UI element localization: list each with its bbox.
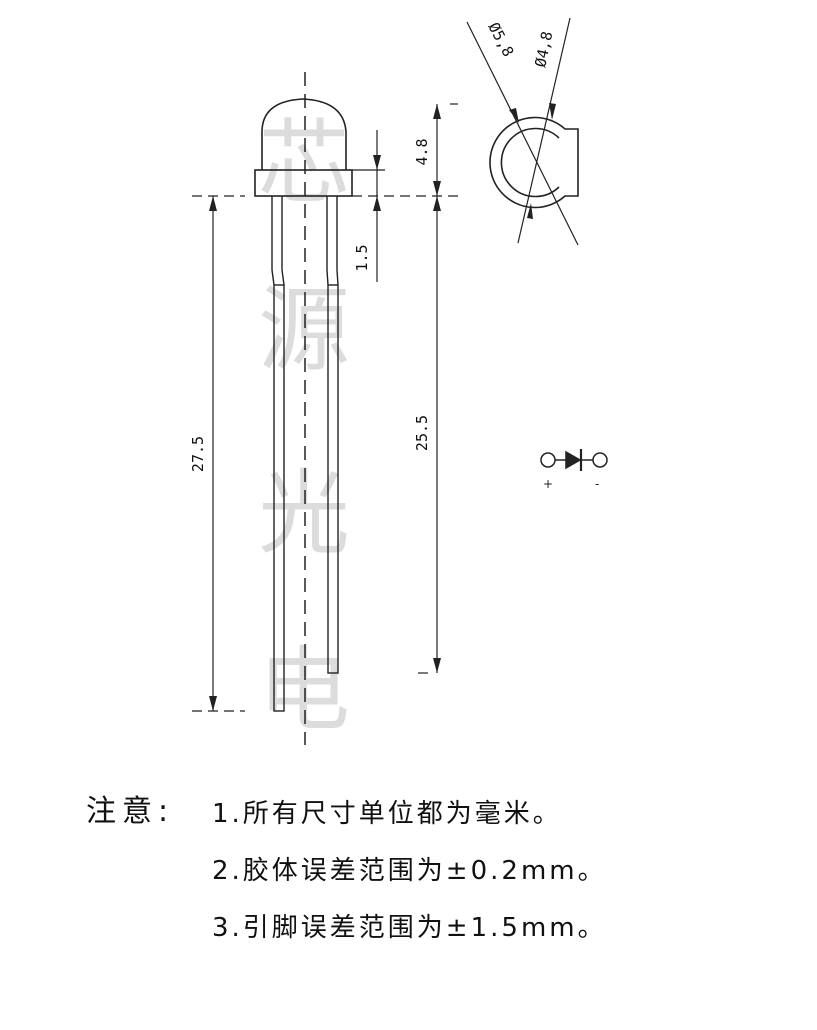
led-dome	[261, 98, 347, 170]
dim-lead-length	[192, 195, 245, 712]
dia-arrow-outer	[509, 108, 519, 123]
watermark-char-4: 电	[258, 637, 350, 744]
dia-arrow-inner	[549, 103, 556, 120]
watermark-char-3: 光	[258, 460, 350, 567]
dim-standoff	[352, 195, 460, 674]
diode-plus-label: +	[543, 477, 553, 491]
led-leads	[271, 196, 339, 712]
dim-outer-diameter-label: Ø5,8	[484, 19, 517, 59]
dim-inner-diameter-label: Ø4,8	[531, 30, 556, 69]
led-top-view	[466, 17, 579, 246]
dim-flange-label: 1.5	[353, 244, 371, 271]
dia-arrow-bottom	[527, 203, 533, 219]
dim-standoff-label: 25.5	[413, 415, 431, 451]
dim-lens-height-label: 4.8	[413, 138, 431, 165]
watermark-char-2: 源	[258, 277, 350, 384]
diode-symbol	[540, 449, 608, 471]
dim-flange	[352, 130, 385, 282]
led-flange	[254, 169, 353, 197]
diode-minus-label: -	[595, 477, 599, 491]
dim-lens-height	[433, 103, 458, 196]
dim-lead-length-label: 27.5	[189, 436, 207, 472]
watermark-char-1: 芯	[258, 110, 350, 217]
